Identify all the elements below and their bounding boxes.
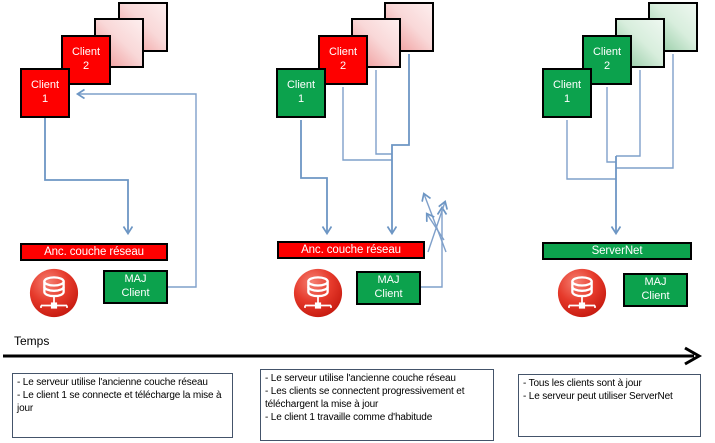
stage1-note-line-1: - Le serveur utilise l'ancienne couche r… [17, 377, 208, 388]
stage2-old-network-label: Anc. couche réseau [301, 244, 401, 256]
stage3-maj-label-line1: MAJ [644, 276, 667, 289]
stage1-connectors [44, 94, 197, 288]
stage1-client2-label-line2: 2 [82, 60, 90, 72]
server-icon [557, 268, 607, 318]
stage2-client1-label-line1: Client [286, 79, 316, 92]
stage2-progressive-arrow-1 [424, 194, 447, 253]
stage2-maj-upload-line [421, 208, 442, 288]
stage3-client2-label-line2: 2 [603, 60, 611, 72]
stage2-client2-line [342, 87, 392, 161]
stage1-client1-label-line2: 1 [41, 93, 49, 105]
stage2-client1-label-line2: 1 [297, 93, 305, 105]
stage3-client2-label-line1: Client [592, 46, 622, 59]
stage2-clients-to-network-arrow [392, 54, 410, 233]
stage1-note-line-2: - Le client 1 se connecte et télécharge … [17, 390, 222, 414]
stage1-maj-to-client1-arrow [78, 94, 197, 288]
stage3-client2-line [606, 87, 616, 163]
stage1-old-network-label: Anc. couche réseau [44, 246, 144, 258]
stage2-old-network-bar: Anc. couche réseau [277, 241, 425, 259]
stage2-maj-label-line1: MAJ [377, 274, 400, 287]
stage3-client1-label-line1: Client [552, 79, 582, 92]
stage1-client1-label-line1: Client [30, 79, 60, 92]
stage3-servernet-label: ServerNet [591, 245, 643, 257]
stage2-progressive-arrow-3 [427, 214, 445, 241]
stage3-maj-label-line2: Client [641, 290, 670, 302]
stage2-connectors [300, 54, 447, 288]
server-icon [29, 268, 79, 318]
stage2-note-line-2: - Les clients se connectent progressivem… [265, 386, 465, 410]
stage2-note-box: - Le serveur utilise l'ancienne couche r… [260, 369, 494, 441]
stage3-client1-label-line2: 1 [563, 93, 571, 105]
server-icon [293, 268, 343, 318]
timeline-arrow [3, 346, 703, 366]
stage1-client1-square: Client 1 [20, 68, 70, 118]
stage2-client2-label-line2: 2 [339, 60, 347, 72]
stage3-client4-line [616, 54, 674, 169]
stage1-client2-label-line1: Client [71, 46, 101, 59]
stage1-maj-label-line1: MAJ [124, 273, 147, 286]
stage3-client1-square: Client 1 [542, 68, 592, 118]
stage2-maj-label-line2: Client [374, 288, 403, 300]
stage1-client1-to-network-arrow [44, 118, 128, 233]
stage1-note-box: - Le serveur utilise l'ancienne couche r… [12, 373, 233, 438]
stage2-client1-square: Client 1 [276, 68, 326, 118]
stage2-note-line-3: - Le client 1 travaille comme d'habitude [265, 412, 433, 423]
stage3-maj-client-box: MAJ Client [623, 273, 688, 307]
stage2-progressive-arrow-2 [427, 202, 445, 253]
stage3-client3-line [616, 70, 641, 157]
stage1-maj-label-line2: Client [121, 287, 150, 299]
stage2-client1-to-network-arrow [300, 120, 327, 233]
stage3-connectors [566, 54, 674, 233]
stage3-client1-line [566, 120, 616, 180]
stage3-note-line-1: - Tous les clients sont à jour [523, 378, 642, 389]
stage1-old-network-bar: Anc. couche réseau [20, 243, 168, 261]
stage2-maj-client-box: MAJ Client [356, 271, 421, 305]
stage3-note-box: - Tous les clients sont à jour - Le serv… [518, 374, 701, 437]
stage2-client2-square: Client 2 [318, 35, 368, 85]
stage2-client2-label-line1: Client [328, 46, 358, 59]
stage3-note-line-2: - Le serveur peut utiliser ServerNet [523, 391, 673, 402]
stage3-servernet-bar: ServerNet [542, 242, 692, 260]
stage2-client3-line [375, 70, 392, 155]
stage2-note-line-1: - Le serveur utilise l'ancienne couche r… [265, 373, 456, 384]
stage1-maj-client-box: MAJ Client [103, 270, 168, 304]
timeline-label: Temps [14, 334, 50, 348]
